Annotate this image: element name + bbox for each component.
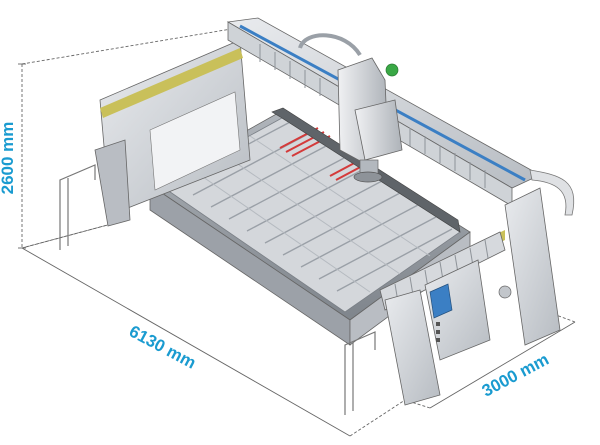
cable-chain [298, 33, 362, 57]
grid-crossbars [189, 135, 431, 293]
bridge-saw-machine [59, 17, 574, 415]
control-panel-icon [424, 259, 512, 361]
height-dimension-label: 2600 mm [0, 122, 17, 195]
left-support-inner [149, 91, 241, 191]
front-guard-rail [344, 331, 376, 415]
grid-bars [174, 120, 453, 292]
right-cable-loop [529, 169, 574, 216]
left-foot [94, 139, 131, 227]
length-dimension-label: 6130 mm [126, 322, 199, 373]
front-rail [379, 231, 506, 311]
left-yellow-strip [100, 48, 243, 118]
cutting-head [337, 57, 403, 183]
front-foot [384, 289, 441, 406]
left-guard-rail [59, 164, 96, 250]
dimension-lines [18, 24, 576, 437]
right-support [504, 187, 561, 346]
bellows-ribs [259, 44, 486, 188]
